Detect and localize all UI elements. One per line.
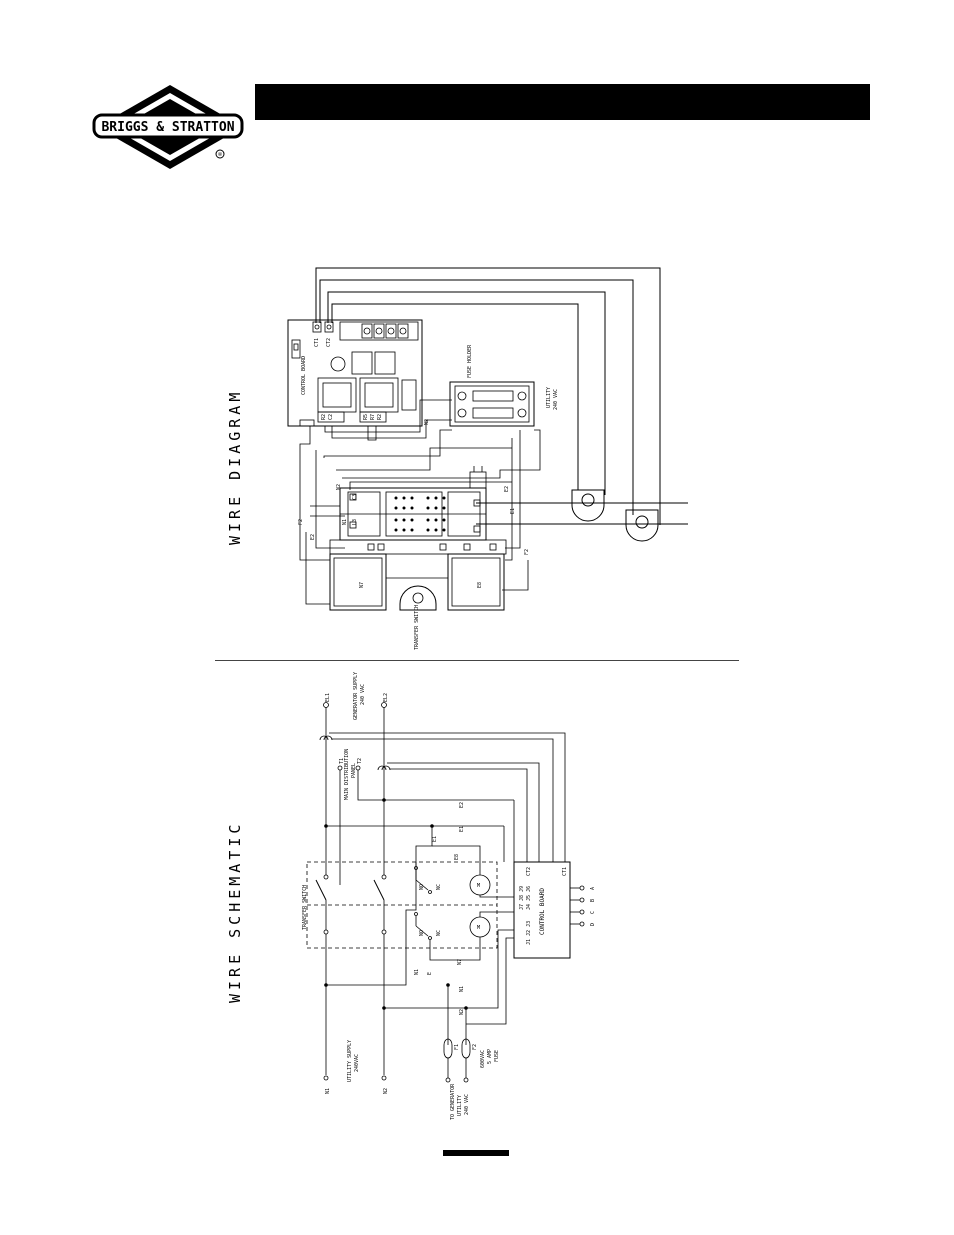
page-number-bar — [443, 1150, 509, 1156]
pin-r4: R7 — [370, 414, 376, 420]
to-generator-utility-label: UTILITY — [457, 1095, 463, 1116]
relay-n-nc: NC — [436, 930, 442, 936]
to-generator-voltage-label: 240 VAC — [464, 1094, 470, 1115]
relay-n-no: NO — [419, 930, 425, 936]
to-generator-label: TO GENERATOR — [450, 1083, 456, 1120]
relay-e-no: NO — [419, 884, 425, 890]
pins-top: J1 J2 J3 — [526, 921, 532, 945]
term-d: D — [590, 923, 596, 926]
transfer-switch-label: TRANSFER SWITCH — [414, 605, 420, 650]
utility-supply-label: UTILITY SUPPLY — [347, 1040, 353, 1082]
registered-mark: ® — [218, 152, 222, 159]
pins-mid: J4 J5 J6 — [526, 886, 532, 910]
wire-e2b-label: E2 — [310, 534, 316, 540]
e1-label: E1 — [459, 826, 465, 832]
utility-supply-voltage: 240VAC — [354, 1054, 360, 1072]
n2-bottom-label: N2 — [383, 1088, 389, 1094]
wire-schematic: EL1 EL2 GENERATOR SUPPLY 240 VAC T1 T2 M… — [302, 672, 596, 1120]
utility-label-diagram: UTILITY — [546, 387, 552, 408]
wire-c-label: C3 — [352, 494, 358, 500]
e2-label: E2 — [459, 802, 465, 808]
ct1-label-s-b: E — [427, 972, 433, 975]
wire-e1-label: E1 — [510, 508, 516, 514]
ct1-label: CT1 — [314, 338, 320, 347]
wire-l-label: L3 — [352, 519, 358, 525]
logo-brand-text: BRIGGS & STRATTON — [101, 120, 234, 135]
briggs-stratton-logo: BRIGGS & STRATTON ® — [92, 85, 244, 169]
fuse-rating-a: 5 AMP — [487, 1049, 493, 1064]
wire-n1-label: N1 — [342, 519, 348, 525]
ct1-label-s: CT1 — [562, 867, 568, 876]
control-board-schematic-label: CONTROL BOARD — [539, 888, 546, 935]
control-board — [287, 319, 423, 427]
pins-bot: J7 J8 J9 — [519, 886, 525, 910]
t2-label: T2 — [357, 758, 363, 764]
coil-n7-box — [329, 553, 387, 611]
output-terminal-block — [361, 323, 409, 339]
el2-label: EL2 — [383, 693, 389, 702]
relay-n-m: M — [477, 925, 480, 931]
pin-r2: R2 — [321, 414, 327, 420]
wire-diagram: CT1 CT2 CONTROL BOARD R2 C2 R5 R7 R2 — [287, 267, 688, 650]
ct2-label: CT2 — [326, 338, 332, 347]
main-distribution-label: MAIN DISTRIBUTION — [344, 749, 350, 800]
relay-e: NO NC M — [414, 866, 515, 898]
wire-f-label: F2 — [298, 519, 304, 525]
wire-e2-label: E2 — [504, 486, 510, 492]
relay-e-nc: NC — [436, 884, 442, 890]
n1-label-a: N1 — [414, 969, 420, 975]
generator-voltage-label: 240 VAC — [360, 684, 366, 705]
pin-c2: C2 — [328, 414, 334, 420]
term-c: C — [590, 911, 596, 914]
n1-label-b: N1 — [459, 986, 465, 992]
current-transformer-2 — [625, 509, 659, 542]
f1-label: F1 — [454, 1044, 460, 1050]
utility-voltage-diagram: 240 VAC — [553, 389, 559, 410]
el1-label: EL1 — [325, 693, 331, 702]
term-a: A — [590, 887, 596, 890]
fuse-holder-label: FUSE HOLDER — [467, 344, 473, 378]
fuse-holder — [449, 381, 535, 427]
transfer-switch-schematic-label: TRANSFER SWITCH — [302, 885, 308, 930]
f2-label: F2 — [472, 1044, 478, 1050]
section-divider — [215, 660, 739, 661]
term-b: B — [590, 899, 596, 902]
control-board-label: CONTROL BOARD — [301, 356, 307, 395]
relay-n: NO NC M — [414, 911, 515, 940]
e1-label-b: E1 — [432, 836, 438, 842]
coil-n7-label: N7 — [359, 582, 365, 588]
n7-label: N7 — [457, 959, 463, 965]
generator-supply-label: GENERATOR SUPPLY — [353, 672, 359, 720]
coil-e8-box — [447, 553, 505, 611]
n2-label: N2 — [459, 1009, 465, 1015]
coil-e8-label: E8 — [477, 582, 483, 588]
control-board-schematic — [513, 861, 571, 959]
panel-label: PANEL — [351, 763, 357, 778]
fuse-label: FUSE — [494, 1050, 500, 1062]
pin-r2b: R2 — [377, 414, 383, 420]
wire-n2b-label: N2 — [336, 484, 342, 490]
relay-e-m: M — [477, 883, 480, 889]
ct2-label-s: CT2 — [526, 867, 532, 876]
n1-bottom-label: N1 — [325, 1088, 331, 1094]
ct-terminals — [312, 321, 334, 333]
e8-label: E8 — [454, 854, 460, 860]
wire-n2-label: N2 — [424, 419, 430, 425]
fuse-rating-v: 600VAC — [480, 1050, 486, 1068]
wire-f2-label: F2 — [524, 549, 530, 555]
switch-contact-dots — [394, 496, 446, 532]
t1-label: T1 — [339, 758, 345, 764]
current-transformer-1 — [571, 489, 605, 522]
header-bar — [255, 84, 870, 120]
pin-r3: R5 — [363, 414, 369, 420]
output-terminals: A B C D — [570, 885, 596, 927]
